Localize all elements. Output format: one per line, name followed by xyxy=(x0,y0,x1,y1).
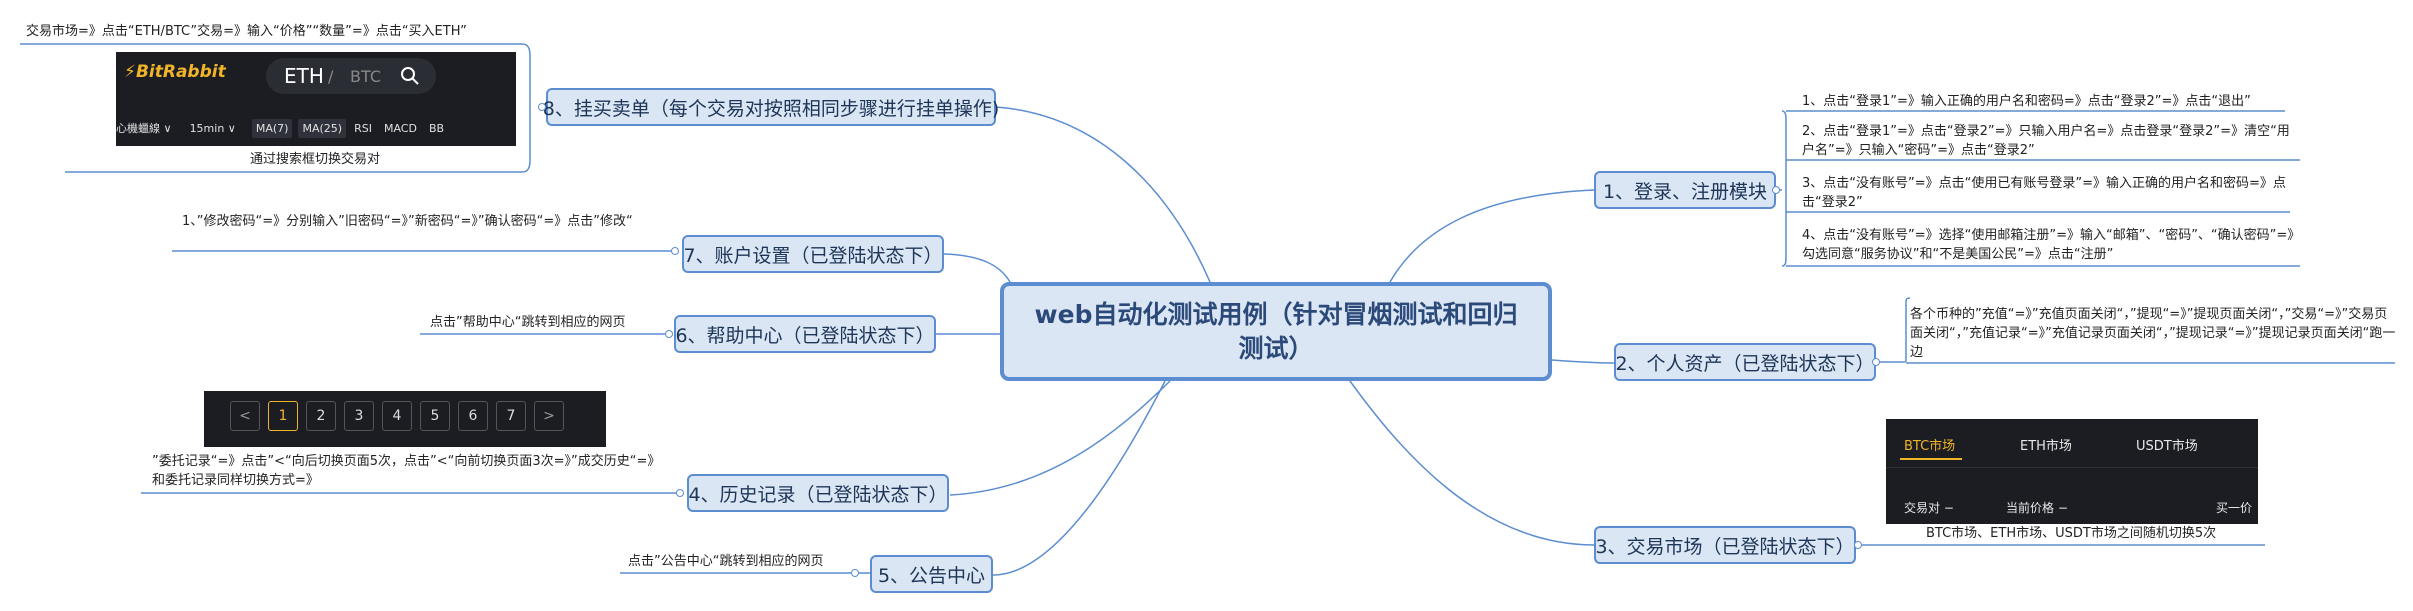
branch-order-connector xyxy=(538,103,546,111)
branch-personal-assets[interactable]: 2、个人资产（已登陆状态下） xyxy=(1614,343,1876,381)
help-note: 点击”帮助中心“跳转到相应的网页 xyxy=(430,315,626,330)
toolbar-ma7[interactable]: MA(7) xyxy=(251,118,293,138)
toolbar-macd[interactable]: MACD xyxy=(383,121,417,135)
order-screenshot: ⚡BitRabbit ETH / BTC 心機蠟線 ∨ 15min ∨ MA(7… xyxy=(116,52,516,146)
search-icon[interactable] xyxy=(400,66,420,86)
central-topic: web自动化测试用例（针对冒烟测试和回归测试） xyxy=(1000,282,1552,381)
market-tab-eth[interactable]: ETH市场 xyxy=(2020,439,2072,454)
branch-account-connector xyxy=(671,247,679,255)
notice-note: 点击”公告中心“跳转到相应的网页 xyxy=(628,554,824,569)
toolbar-chart-type[interactable]: 心機蠟線 ∨ xyxy=(116,122,172,135)
market-col-pair[interactable]: 交易对 − xyxy=(1904,501,1954,515)
history-note: ”委托记录“=》点击”<“向后切换页面5次，点击”<“向前切换页面3次=》”成交… xyxy=(152,454,661,488)
branch-history-connector xyxy=(676,489,684,497)
branch-assets-connector xyxy=(1872,358,1880,366)
pagination: < 1 2 3 4 5 6 7 > xyxy=(230,401,564,431)
pager-page-7[interactable]: 7 xyxy=(496,401,526,431)
branch-help-center[interactable]: 6、帮助中心（已登陆状态下） xyxy=(674,315,936,353)
market-screenshot: BTC市场 ETH市场 USDT市场 交易对 − 当前价格 − 买一价 xyxy=(1886,419,2258,524)
bitrabbit-logo: ⚡BitRabbit xyxy=(124,62,226,82)
branch-login-register[interactable]: 1、登录、注册模块 xyxy=(1594,171,1776,209)
toolbar-rsi[interactable]: RSI xyxy=(354,121,372,135)
toolbar-bb[interactable]: BB xyxy=(428,121,445,135)
branch-help-connector xyxy=(665,330,673,338)
branch-history[interactable]: 4、历史记录（已登陆状态下） xyxy=(687,474,949,512)
login-case-1: 1、点击“登录1”=》输入正确的用户名和密码=》点击“登录2”=》点击“退出” xyxy=(1802,94,2251,109)
branch-login-connector xyxy=(1772,186,1780,194)
chart-toolbar: 心機蠟線 ∨ 15min ∨ MA(7) MA(25) RSI MACD BB xyxy=(116,110,516,146)
toolbar-interval[interactable]: 15min ∨ xyxy=(189,121,236,135)
history-pager-screenshot: < 1 2 3 4 5 6 7 > xyxy=(204,391,606,447)
market-divider xyxy=(1886,467,2258,468)
pager-next-button[interactable]: > xyxy=(534,401,564,431)
branch-notice-connector xyxy=(851,569,859,577)
market-col-bid[interactable]: 买一价 xyxy=(2216,501,2253,515)
market-col-price[interactable]: 当前价格 − xyxy=(2006,501,2068,515)
pair-main-symbol: ETH xyxy=(284,64,324,88)
login-case-3: 3、点击“没有账号”=》点击“使用已有账号登录”=》输入正确的用户名和密码=》点… xyxy=(1802,176,2286,210)
assets-note: 各个币种的”充值“=》”充值页面关闭“，”提现“=》”提现页面关闭“，”交易“=… xyxy=(1910,307,2396,360)
branch-notice-center[interactable]: 5、公告中心 xyxy=(870,555,993,593)
branch-account-settings[interactable]: 7、账户设置（已登陆状态下） xyxy=(682,235,944,273)
login-case-4: 4、点击“没有账号”=》选择“使用邮箱注册”=》输入“邮箱”、“密码”、“确认密… xyxy=(1802,228,2301,262)
pair-search-box[interactable]: ETH / BTC xyxy=(266,58,436,94)
pager-prev-button[interactable]: < xyxy=(230,401,260,431)
branch-trading-market[interactable]: 3、交易市场（已登陆状态下） xyxy=(1594,526,1856,564)
branch-place-orders[interactable]: 8、挂买卖单（每个交易对按照相同步骤进行挂单操作) xyxy=(543,88,999,126)
market-note: BTC市场、ETH市场、USDT市场之间随机切换5次 xyxy=(1926,526,2217,541)
toolbar-ma25[interactable]: MA(25) xyxy=(298,118,347,138)
account-note: 1、”修改密码“=》分别输入”旧密码“=》”新密码“=》”确认密码“=》点击”修… xyxy=(182,214,633,229)
market-tab-usdt[interactable]: USDT市场 xyxy=(2136,439,2198,454)
order-note-top: 交易市场=》点击“ETH/BTC”交易=》输入“价格”“数量”=》点击“买入ET… xyxy=(26,24,467,39)
bitrabbit-logo-text: BitRabbit xyxy=(135,62,226,82)
pager-page-1[interactable]: 1 xyxy=(268,401,298,431)
pager-page-2[interactable]: 2 xyxy=(306,401,336,431)
order-caption: 通过搜索框切换交易对 xyxy=(250,152,381,167)
pager-page-6[interactable]: 6 xyxy=(458,401,488,431)
branch-market-connector xyxy=(1854,541,1862,549)
login-case-2: 2、点击“登录1”=》点击“登录2”=》只输入用户名=》点击登录“登录2”=》清… xyxy=(1802,124,2290,158)
market-tab-btc[interactable]: BTC市场 xyxy=(1904,439,1956,454)
pager-page-3[interactable]: 3 xyxy=(344,401,374,431)
pair-separator: / xyxy=(328,67,334,86)
rabbit-icon: ⚡ xyxy=(124,62,136,82)
pair-quote-symbol: BTC xyxy=(350,67,381,86)
pager-page-5[interactable]: 5 xyxy=(420,401,450,431)
pager-page-4[interactable]: 4 xyxy=(382,401,412,431)
market-tab-active-underline xyxy=(1900,458,1962,460)
